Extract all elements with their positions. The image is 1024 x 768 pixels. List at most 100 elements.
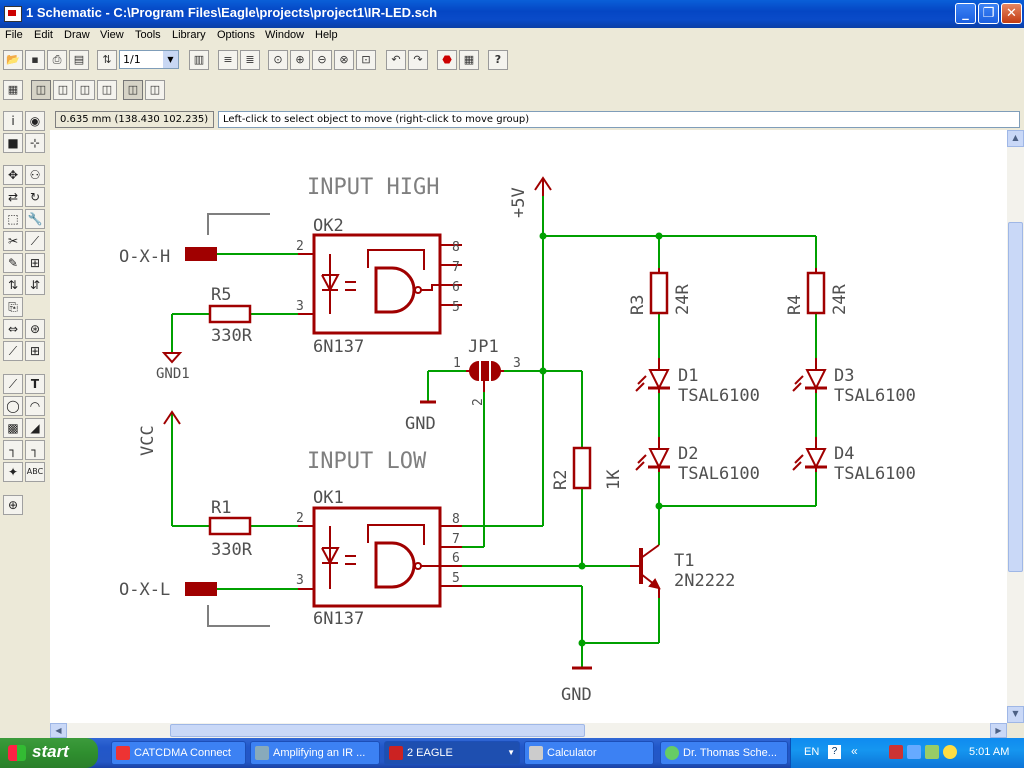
mirror-icon[interactable]: ⇄ xyxy=(3,187,23,207)
zoom-select-icon[interactable]: ⊡ xyxy=(356,50,376,70)
volume-icon[interactable] xyxy=(925,745,939,759)
scroll-right-icon[interactable]: ▶ xyxy=(990,723,1007,738)
label-icon[interactable]: ABC xyxy=(25,462,45,482)
polygon-icon[interactable]: ◢ xyxy=(25,418,45,438)
menu-draw[interactable]: Draw xyxy=(64,29,90,41)
layout-5-icon[interactable]: ◫ xyxy=(123,80,143,100)
redo-icon[interactable]: ↷ xyxy=(408,50,428,70)
group-icon[interactable]: ⬚ xyxy=(3,209,23,229)
stop-icon[interactable]: ⬣ xyxy=(437,50,457,70)
r5-body[interactable] xyxy=(208,304,252,324)
zoom-fit-icon[interactable]: ⊙ xyxy=(268,50,288,70)
layout-3-icon[interactable]: ◫ xyxy=(75,80,95,100)
info-icon[interactable]: i xyxy=(3,111,23,131)
task-eagle[interactable]: 2 EAGLE ▼ xyxy=(384,741,520,765)
zoom-out-icon[interactable]: ⊖ xyxy=(312,50,332,70)
language-indicator[interactable]: EN xyxy=(804,746,820,758)
menu-tools[interactable]: Tools xyxy=(135,29,161,41)
ulp-icon[interactable]: ≣ xyxy=(240,50,260,70)
net-icon[interactable]: ┐ xyxy=(25,440,45,460)
menu-library[interactable]: Library xyxy=(172,29,206,41)
open-icon[interactable]: 📂 xyxy=(3,50,23,70)
replace-icon[interactable]: ⎘ xyxy=(3,297,23,317)
undo-icon[interactable]: ↶ xyxy=(386,50,406,70)
print-icon[interactable]: ⎙ xyxy=(47,50,67,70)
transistor-t1[interactable] xyxy=(630,544,661,598)
mark-icon[interactable]: ⊹ xyxy=(25,133,45,153)
menu-help[interactable]: Help xyxy=(315,29,338,41)
layout-2-icon[interactable]: ◫ xyxy=(53,80,73,100)
arc-icon[interactable]: ◠ xyxy=(25,396,45,416)
zoom-in-icon[interactable]: ⊕ xyxy=(290,50,310,70)
rotate-icon[interactable]: ↻ xyxy=(25,187,45,207)
chevron-up-icon[interactable]: « xyxy=(851,744,858,758)
cut-icon[interactable]: ✂ xyxy=(3,231,23,251)
led-d1[interactable] xyxy=(635,358,670,393)
script-icon[interactable]: ≡ xyxy=(218,50,238,70)
show-icon[interactable]: ◉ xyxy=(25,111,45,131)
horizontal-scrollbar[interactable]: ◀ ▶ xyxy=(50,723,1007,738)
display-icon[interactable]: ■ xyxy=(3,133,23,153)
led-d2[interactable] xyxy=(635,437,670,472)
task-browser[interactable]: Amplifying an IR ... xyxy=(250,741,380,765)
value-icon[interactable]: ⊛ xyxy=(25,319,45,339)
change-icon[interactable]: 🔧 xyxy=(25,209,45,229)
r2-body[interactable] xyxy=(572,446,592,490)
horizontal-scroll-thumb[interactable] xyxy=(170,724,585,737)
move-icon[interactable]: ✥ xyxy=(3,165,23,185)
layout-1-icon[interactable]: ◫ xyxy=(31,80,51,100)
command-line-input[interactable]: Left-click to select object to move (rig… xyxy=(218,111,1020,128)
scroll-up-icon[interactable]: ▲ xyxy=(1007,130,1024,147)
close-button[interactable]: ✕ xyxy=(1001,3,1022,24)
ok1-body[interactable] xyxy=(312,506,442,608)
circle-icon[interactable]: ◯ xyxy=(3,396,23,416)
menu-file[interactable]: File xyxy=(5,29,23,41)
erc-icon[interactable]: ⊕ xyxy=(3,495,23,515)
pinswap-icon[interactable]: ⇅ xyxy=(3,275,23,295)
help-icon[interactable]: ? xyxy=(828,745,841,759)
menu-window[interactable]: Window xyxy=(265,29,305,41)
junction-icon[interactable]: ✦ xyxy=(3,462,23,482)
bus-icon[interactable]: ┐ xyxy=(3,440,23,460)
delete-icon[interactable]: ✎ xyxy=(3,253,23,273)
redraw-icon[interactable]: ⊗ xyxy=(334,50,354,70)
schematic-canvas[interactable]: INPUT HIGH INPUT LOW OK2 6N137 OK1 6N137… xyxy=(50,130,1007,723)
copy-icon[interactable]: ⚇ xyxy=(25,165,45,185)
sheet-select[interactable]: 1/1 ▼ xyxy=(119,50,179,69)
connection-icon[interactable] xyxy=(907,745,921,759)
add-icon[interactable]: ⊞ xyxy=(25,253,45,273)
task-calculator[interactable]: Calculator xyxy=(524,741,654,765)
cam-icon[interactable]: ▤ xyxy=(69,50,89,70)
menu-options[interactable]: Options xyxy=(217,29,255,41)
split-icon[interactable]: ⟋ xyxy=(3,341,23,361)
network-icon[interactable] xyxy=(889,745,903,759)
scroll-down-icon[interactable]: ▼ xyxy=(1007,706,1024,723)
layout-6-icon[interactable]: ◫ xyxy=(145,80,165,100)
invoke-icon[interactable]: ⊞ xyxy=(25,341,45,361)
maximize-button[interactable]: ❐ xyxy=(978,3,999,24)
text-icon[interactable]: T xyxy=(25,374,45,394)
r1-body[interactable] xyxy=(208,516,252,536)
chevron-down-icon[interactable]: ▼ xyxy=(163,51,178,68)
layout-4-icon[interactable]: ◫ xyxy=(97,80,117,100)
vertical-scroll-thumb[interactable] xyxy=(1008,222,1023,572)
menu-edit[interactable]: Edit xyxy=(34,29,53,41)
jumper-jp1[interactable] xyxy=(466,360,504,392)
task-chat[interactable]: Dr. Thomas Sche... xyxy=(660,741,788,765)
app-icon[interactable] xyxy=(4,6,22,22)
menu-view[interactable]: View xyxy=(100,29,124,41)
gateswap-icon[interactable]: ⇵ xyxy=(25,275,45,295)
messenger-icon[interactable] xyxy=(943,745,957,759)
led-d3[interactable] xyxy=(792,358,827,393)
rect-icon[interactable]: ▩ xyxy=(3,418,23,438)
go-icon[interactable]: ▦ xyxy=(459,50,479,70)
paste-icon[interactable]: ⟋ xyxy=(25,231,45,251)
help-icon[interactable]: ? xyxy=(488,50,508,70)
sheet-icon[interactable]: ⇅ xyxy=(97,50,117,70)
connector-high-pad[interactable] xyxy=(185,247,217,261)
scroll-left-icon[interactable]: ◀ xyxy=(50,723,67,738)
connector-low-pad[interactable] xyxy=(185,582,217,596)
name-icon[interactable]: ⇔ xyxy=(3,319,23,339)
task-catcdma[interactable]: CATCDMA Connect xyxy=(111,741,246,765)
start-button[interactable]: start xyxy=(0,738,98,768)
